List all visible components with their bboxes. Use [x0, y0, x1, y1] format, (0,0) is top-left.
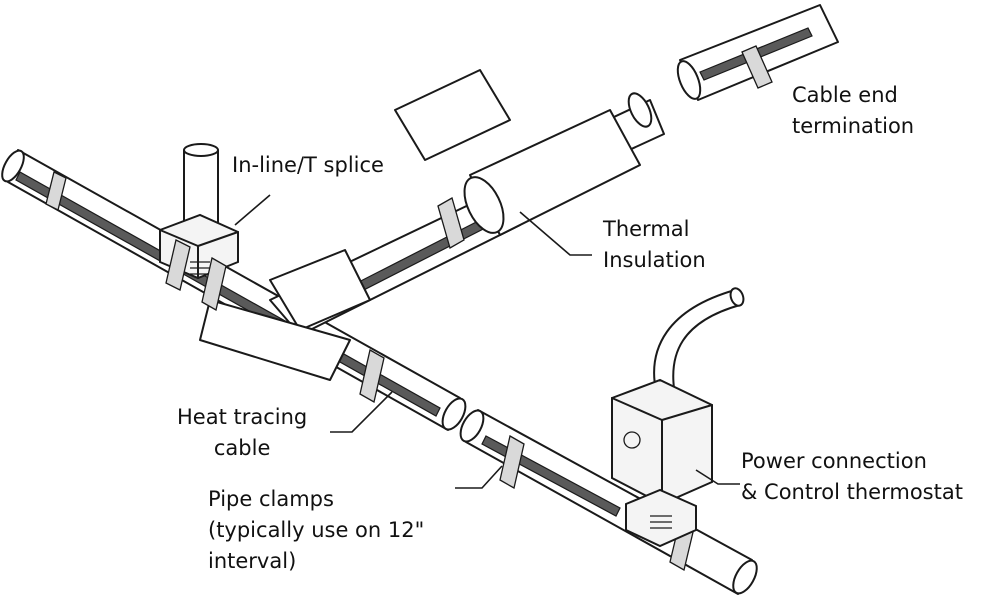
- label-splice: In-line/T splice: [232, 153, 384, 177]
- thermal-insulation: [199, 69, 641, 381]
- label-cable-end: Cable end termination: [792, 83, 915, 138]
- label-thermal-insulation: Thermal Insulation: [603, 217, 706, 272]
- label-heat-tracing-cable: Heat tracing cable: [177, 405, 308, 460]
- far-pipe-segment: [676, 4, 839, 101]
- label-pipe-clamps: Pipe clamps (typically use on 12" interv…: [208, 487, 425, 573]
- label-power-connection: Power connection & Control thermostat: [741, 449, 963, 504]
- vertical-pipe: [183, 143, 219, 226]
- main-pipe-left: [1, 149, 467, 431]
- pipe-clamps: [45, 171, 695, 571]
- leader-lines: [234, 194, 740, 489]
- main-pipe-right: [459, 409, 758, 595]
- power-connection-box: [611, 287, 745, 548]
